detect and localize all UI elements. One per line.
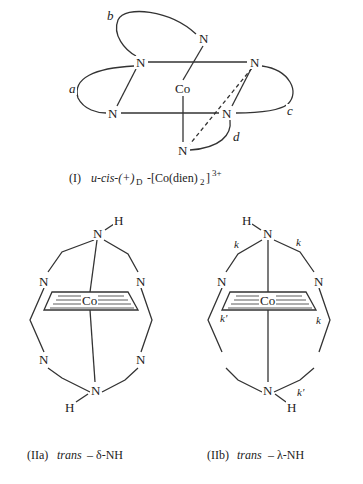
atom-label: N	[177, 144, 188, 157]
atom-label: N	[198, 32, 209, 45]
chelate-chain	[30, 288, 44, 352]
chelate-chain	[104, 240, 138, 272]
bond	[117, 69, 136, 106]
bond	[267, 310, 268, 382]
bond	[267, 240, 268, 292]
bond	[183, 46, 203, 80]
bond	[190, 68, 252, 144]
bond	[232, 69, 251, 106]
atom-label: H	[64, 401, 75, 414]
atom-label: Co	[174, 82, 191, 95]
n-h-bond	[252, 224, 261, 230]
bond	[148, 61, 247, 62]
atom-label: N	[135, 353, 146, 366]
text-label: – δ-NH	[86, 449, 124, 461]
n-h-bond	[76, 394, 88, 402]
text-label: a	[68, 82, 77, 95]
atom-label: H	[241, 214, 252, 227]
chelate-chain	[226, 240, 262, 272]
text-label: k	[233, 239, 240, 250]
atom-label: N	[221, 107, 232, 120]
atom-label: N	[107, 107, 118, 120]
atom-label: N	[90, 384, 101, 397]
text-label: k'	[296, 387, 305, 398]
bond	[90, 240, 97, 292]
atom-label: N	[38, 353, 49, 366]
chelate-arc	[190, 120, 230, 150]
chelate-arc	[236, 66, 293, 113]
atom-label: N	[249, 56, 260, 69]
bond	[182, 96, 183, 142]
text-label: (I)	[68, 172, 82, 184]
chelate-chain	[274, 368, 314, 392]
text-label: – λ-NH	[267, 449, 305, 461]
text-label: k'	[219, 313, 228, 324]
text-label: (IIb)	[206, 449, 230, 461]
chelate-chain	[141, 288, 152, 352]
text-label: (IIa)	[26, 449, 49, 461]
atom-label: H	[113, 214, 124, 227]
atom-label: N	[216, 275, 227, 288]
text-label: -[Co(dien)	[146, 172, 199, 184]
chelate-chain	[48, 240, 94, 272]
text-label: k	[315, 315, 322, 326]
chelate-chain	[48, 368, 90, 392]
text-label: d	[232, 130, 241, 143]
chelate-chain	[274, 240, 314, 272]
text-label: b	[106, 9, 115, 22]
atom-label: N	[135, 275, 146, 288]
bond	[121, 112, 219, 113]
atom-label: N	[135, 56, 146, 69]
text-label: u-cis-(+)	[90, 172, 135, 184]
atom-label: N	[38, 275, 49, 288]
atom-label: N	[92, 227, 103, 240]
chelate-arc	[116, 12, 196, 56]
atom-label: Co	[81, 294, 98, 307]
chelate-chain	[226, 368, 262, 392]
bond	[90, 310, 95, 382]
text-label: 3+	[211, 169, 223, 178]
coordination-plane	[44, 292, 138, 310]
text-label: trans	[56, 449, 83, 461]
text-label: trans	[236, 449, 263, 461]
n-h-bond	[275, 394, 286, 402]
atom-label: H	[286, 401, 297, 414]
text-label: k	[295, 237, 302, 248]
chelate-chain	[102, 368, 138, 392]
atom-label: N	[262, 384, 273, 397]
coordination-plane	[222, 292, 316, 310]
atom-label: Co	[259, 294, 276, 307]
text-label: c	[286, 104, 294, 117]
chelate-arc	[77, 66, 134, 113]
atom-label: N	[313, 275, 324, 288]
text-label: D	[135, 178, 144, 187]
atom-label: N	[262, 227, 273, 240]
